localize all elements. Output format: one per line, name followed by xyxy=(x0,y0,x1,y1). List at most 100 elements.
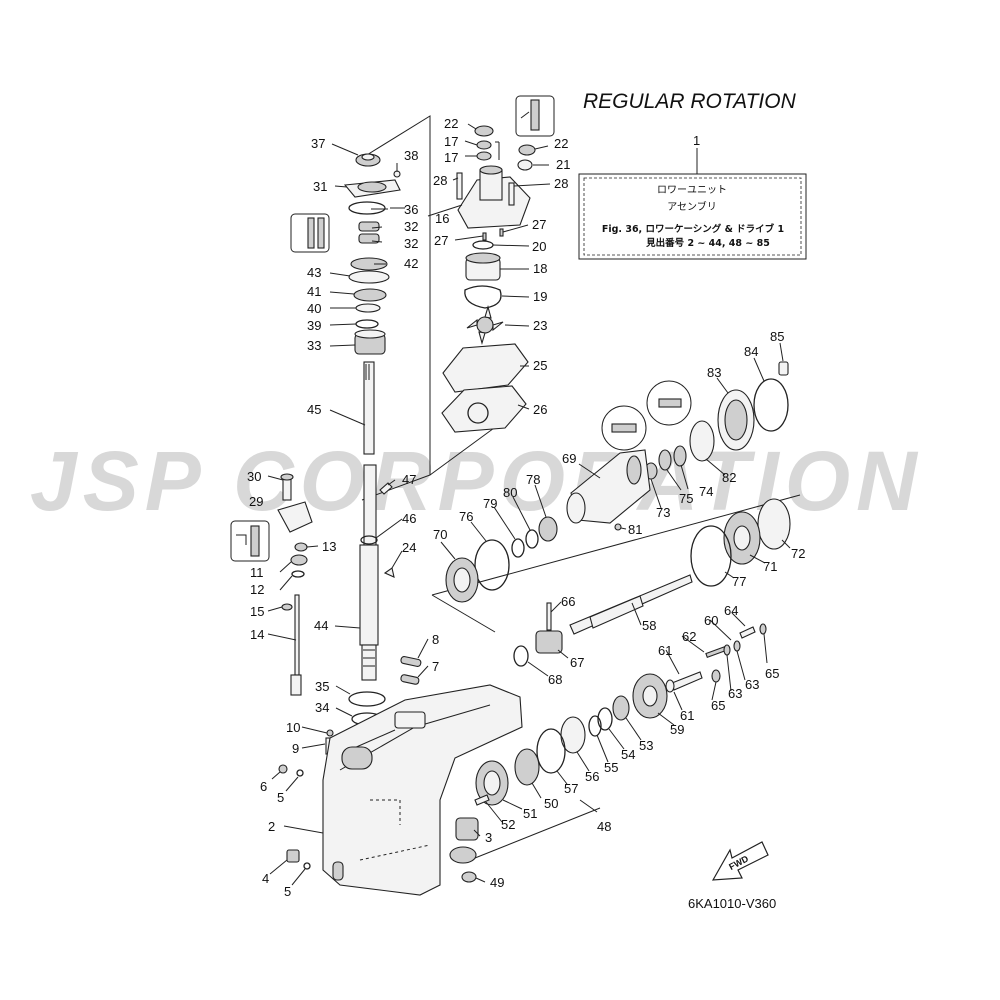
callout-numbers: 37 38 31 36 32 32 42 43 41 40 39 33 45 3… xyxy=(247,116,805,899)
callout-61a: 61 xyxy=(658,643,672,658)
callout-55: 55 xyxy=(604,760,618,775)
callout-85: 85 xyxy=(770,329,784,344)
page-title: REGULAR ROTATION xyxy=(583,90,797,113)
callout-69: 69 xyxy=(562,451,576,466)
callout-3: 3 xyxy=(485,830,492,845)
callout-32a: 32 xyxy=(404,219,418,234)
callout-22a: 22 xyxy=(444,116,458,131)
callout-17a: 17 xyxy=(444,134,458,149)
callout-73: 73 xyxy=(656,505,670,520)
callout-54: 54 xyxy=(621,747,635,762)
callout-79: 79 xyxy=(483,496,497,511)
callout-68: 68 xyxy=(548,672,562,687)
callout-76: 76 xyxy=(459,509,473,524)
callout-34: 34 xyxy=(315,700,329,715)
callout-65b: 65 xyxy=(711,698,725,713)
prop-shaft-housing-group xyxy=(445,361,791,603)
callout-28a: 28 xyxy=(433,173,447,188)
callout-53: 53 xyxy=(639,738,653,753)
callout-35: 35 xyxy=(315,679,329,694)
callout-30: 30 xyxy=(247,469,261,484)
callout-61b: 61 xyxy=(680,708,694,723)
callout-32b: 32 xyxy=(404,236,418,251)
shift-rod-group xyxy=(230,473,335,870)
callout-18: 18 xyxy=(533,261,547,276)
callout-77: 77 xyxy=(732,574,746,589)
callout-27b: 27 xyxy=(434,233,448,248)
callout-15: 15 xyxy=(250,604,264,619)
callout-80: 80 xyxy=(503,485,517,500)
callout-56: 56 xyxy=(585,769,599,784)
callout-33: 33 xyxy=(307,338,321,353)
callout-26: 26 xyxy=(533,402,547,417)
callout-64: 64 xyxy=(724,603,738,618)
callout-6: 6 xyxy=(260,779,267,794)
callout-12: 12 xyxy=(250,582,264,597)
callout-81: 81 xyxy=(628,522,642,537)
info-box-line3: Fig. 36, ロワーケーシング & ドライブ 1 xyxy=(602,223,784,235)
callout-47: 47 xyxy=(402,472,416,487)
callout-78: 78 xyxy=(526,472,540,487)
callout-7: 7 xyxy=(432,659,439,674)
callout-70: 70 xyxy=(433,527,447,542)
prop-shaft-group xyxy=(449,574,767,883)
callout-25: 25 xyxy=(533,358,547,373)
water-pump-group xyxy=(441,95,555,433)
callout-20: 20 xyxy=(532,239,546,254)
drive-shaft-group xyxy=(290,143,422,726)
callout-8: 8 xyxy=(432,632,439,647)
info-box-line4: 見出番号 2 ~ 44, 48 ~ 85 xyxy=(645,237,770,249)
info-box: 1 ロワーユニット アセンブリ Fig. 36, ロワーケーシング & ドライブ… xyxy=(578,133,807,260)
info-box-line2: アセンブリ xyxy=(667,200,717,213)
callout-16: 16 xyxy=(435,211,449,226)
callout-11: 11 xyxy=(250,565,264,580)
callout-48: 48 xyxy=(597,819,611,834)
callout-62: 62 xyxy=(682,629,696,644)
callout-4: 4 xyxy=(262,871,269,886)
callout-82: 82 xyxy=(722,470,736,485)
callout-57: 57 xyxy=(564,781,578,796)
info-box-ref-number: 1 xyxy=(693,133,700,148)
callout-39: 39 xyxy=(307,318,321,333)
callout-24: 24 xyxy=(402,540,416,555)
callout-40: 40 xyxy=(307,301,321,316)
callout-5b: 5 xyxy=(284,884,291,899)
callout-67: 67 xyxy=(570,655,584,670)
lower-casing xyxy=(322,684,523,896)
callout-66: 66 xyxy=(561,594,575,609)
callout-75: 75 xyxy=(679,491,693,506)
callout-50: 50 xyxy=(544,796,558,811)
callout-29: 29 xyxy=(249,494,263,509)
callout-45: 45 xyxy=(307,402,321,417)
figure-code: 6KA1010-V360 xyxy=(688,896,776,911)
callout-2: 2 xyxy=(268,819,275,834)
callout-19: 19 xyxy=(533,289,547,304)
callout-46: 46 xyxy=(402,511,416,526)
info-box-line1: ロワーユニット xyxy=(657,185,727,196)
callout-44: 44 xyxy=(314,618,328,633)
callout-51: 51 xyxy=(523,806,537,821)
callout-63b: 63 xyxy=(728,686,742,701)
callout-65a: 65 xyxy=(765,666,779,681)
callout-14: 14 xyxy=(250,627,264,642)
callout-10: 10 xyxy=(286,720,300,735)
callout-59: 59 xyxy=(670,722,684,737)
callout-22b: 22 xyxy=(554,136,568,151)
callout-37: 37 xyxy=(311,136,325,151)
callout-74: 74 xyxy=(699,484,713,499)
callout-36: 36 xyxy=(404,202,418,217)
callout-49: 49 xyxy=(490,875,504,890)
callout-17b: 17 xyxy=(444,150,458,165)
callout-13: 13 xyxy=(322,539,336,554)
callout-38: 38 xyxy=(404,148,418,163)
callout-63a: 63 xyxy=(745,677,759,692)
leader-lines xyxy=(267,123,791,886)
callout-41: 41 xyxy=(307,284,321,299)
callout-42: 42 xyxy=(404,256,418,271)
callout-84: 84 xyxy=(744,344,758,359)
callout-43: 43 xyxy=(307,265,321,280)
callout-5a: 5 xyxy=(277,790,284,805)
fwd-arrow-icon: FWD xyxy=(711,841,769,881)
callout-27a: 27 xyxy=(532,217,546,232)
